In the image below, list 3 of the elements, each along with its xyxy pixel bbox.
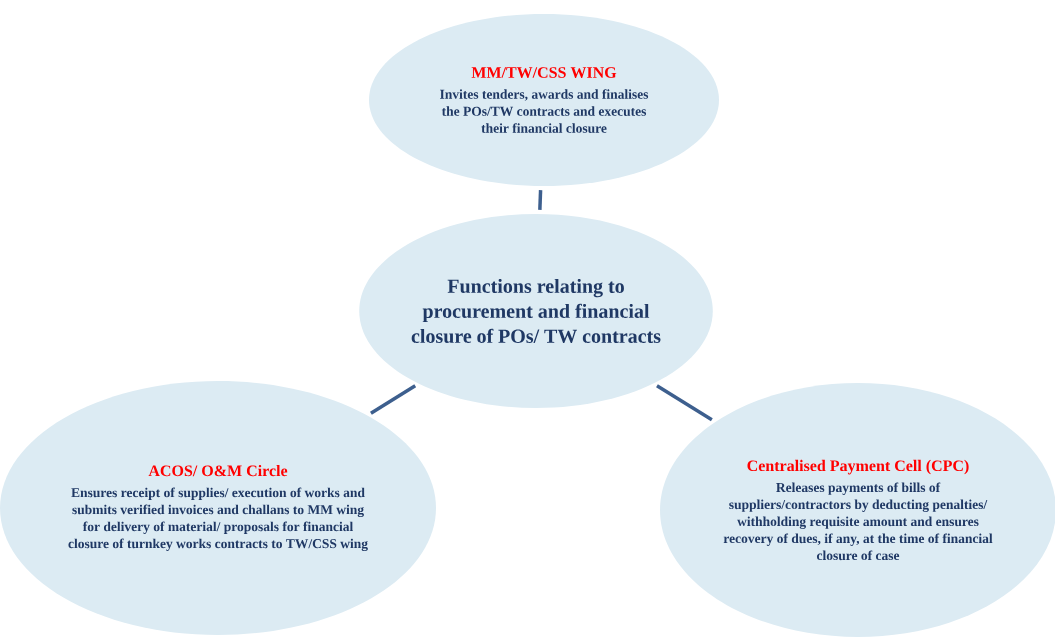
connector-line bbox=[538, 190, 543, 210]
connector-line bbox=[370, 384, 417, 415]
connector-line bbox=[656, 384, 713, 422]
